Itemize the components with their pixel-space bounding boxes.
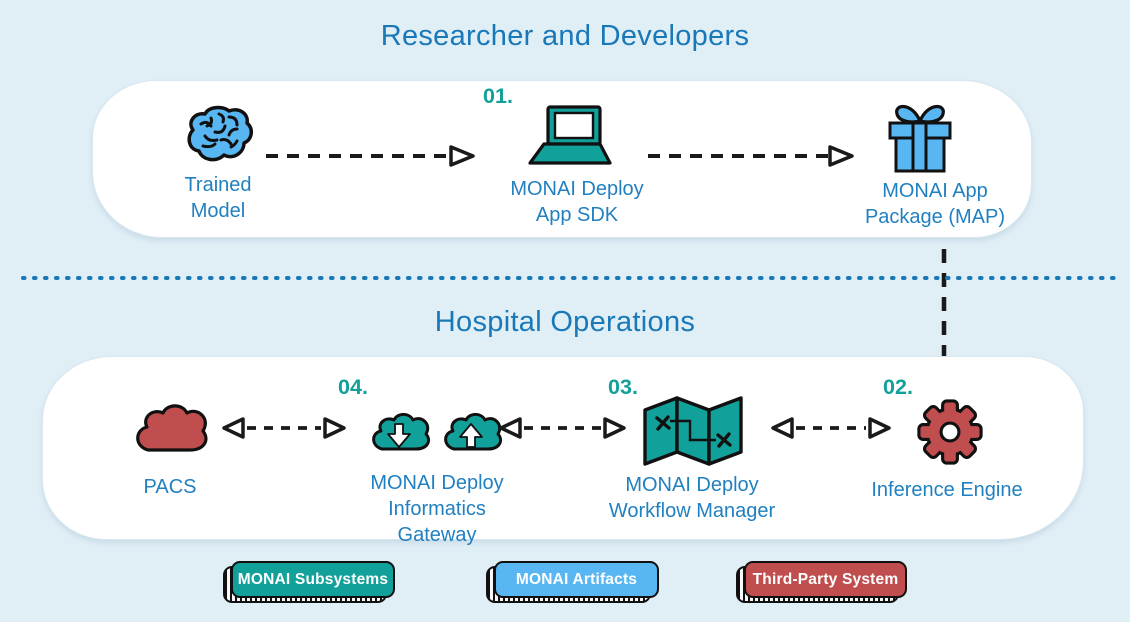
cloud-download-icon (372, 412, 431, 451)
brain-icon (181, 104, 255, 171)
pacs-label: PACS (143, 476, 197, 498)
gear-icon (916, 398, 984, 471)
workflow-manager-label: MONAI Deploy Workflow Manager (608, 474, 776, 522)
workflow-inference-arrow (771, 417, 891, 439)
gift-icon (886, 94, 954, 181)
trained-to-sdk-arrow (266, 145, 475, 167)
section-divider-line (21, 276, 1125, 280)
app-sdk-label: MONAI Deploy App SDK (510, 178, 644, 226)
step-02-label: 02. (883, 375, 913, 399)
gateway-workflow-arrow (499, 417, 626, 439)
hospital-section-title: Hospital Operations (434, 306, 696, 338)
step-01-label: 01. (483, 84, 513, 108)
cloud-transfer-icon (368, 408, 503, 461)
informatics-gateway-label: MONAI Deploy Informatics Gateway (370, 472, 504, 546)
cloud-upload-icon (444, 412, 503, 451)
legend-badge-monai-artifacts: MONAI Artifacts (486, 561, 659, 603)
legend-monai-artifacts-label: MONAI Artifacts (494, 561, 659, 598)
legend-badge-third-party-system: Third-Party System (736, 561, 907, 603)
researchers-section-title: Researcher and Developers (380, 20, 750, 52)
pacs-gateway-arrow (222, 417, 346, 439)
laptop-icon (524, 104, 620, 173)
sdk-to-map-arrow (648, 145, 854, 167)
cloud-icon (130, 400, 210, 459)
legend-monai-subsystems-label: MONAI Subsystems (231, 561, 395, 598)
step-04-label: 04. (338, 375, 368, 399)
legend-third-party-system-label: Third-Party System (744, 561, 907, 598)
hospital-panel (42, 356, 1084, 540)
map-package-label: MONAI App Package (MAP) (864, 180, 1006, 228)
trained-model-label: Trained Model (184, 174, 252, 222)
legend-badge-monai-subsystems: MONAI Subsystems (223, 561, 395, 603)
inference-engine-label: Inference Engine (871, 479, 1023, 501)
map-icon (640, 392, 746, 473)
step-03-label: 03. (608, 375, 638, 399)
